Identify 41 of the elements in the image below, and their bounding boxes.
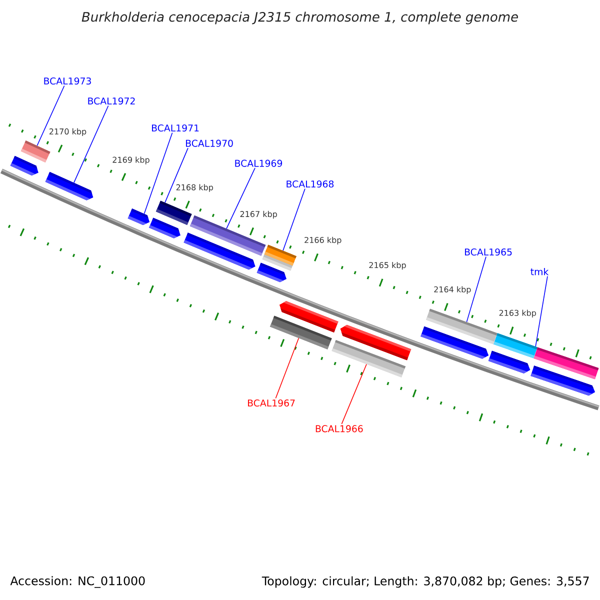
footer-text: Topology: circular; Length: 3,870,082 bp; Genes: 3,557	[262, 576, 589, 588]
scale-label: 2164 kbp	[434, 286, 471, 294]
gene-block	[264, 244, 297, 266]
gene-label: BCAL1965	[465, 248, 512, 256]
pointed-gene-block	[10, 156, 39, 176]
scale-label: 2168 kbp	[176, 184, 214, 192]
scale-label: 2169 kbp	[112, 156, 150, 164]
gene-label: BCAL1968	[286, 180, 334, 188]
gene-block	[156, 200, 192, 226]
leader-line	[226, 168, 256, 229]
scale-label: 2166 kbp	[304, 236, 342, 245]
gene-label: tmk	[530, 268, 549, 276]
leader-line	[341, 364, 367, 424]
scale-label: 2163 kbp	[499, 310, 536, 318]
pointed-gene-block	[45, 172, 94, 200]
gene-label: BCAL1971	[152, 124, 199, 132]
gene-label: BCAL1969	[235, 160, 282, 167]
footer-text: Accession: NC_011000	[10, 576, 145, 588]
leader-line	[466, 256, 486, 322]
gene-label: BCAL1970	[186, 140, 233, 147]
gene-label: BCAL1972	[88, 97, 135, 105]
title: Burkholderia cenocepacia J2315 chromosome 1, complete genome	[82, 12, 518, 24]
gene-label: BCAL1973	[44, 77, 91, 85]
scale-label: 2170 kbp	[49, 128, 86, 136]
pointed-gene-block	[128, 208, 150, 226]
leader-line	[74, 105, 109, 184]
leader-line	[144, 132, 173, 214]
scale-label: 2165 kbp	[369, 262, 406, 270]
gene-block	[493, 333, 538, 358]
pointed-gene-block	[279, 300, 338, 333]
leader-line	[535, 276, 548, 347]
pointed-gene-block	[340, 324, 412, 360]
leader-line	[164, 148, 188, 203]
scale-label: 2167 kbp	[240, 210, 277, 219]
gene-block	[20, 140, 50, 163]
gene-label: BCAL1966	[316, 425, 363, 432]
gene-block	[426, 308, 498, 344]
gene-label: BCAL1967	[248, 399, 295, 407]
gene-block	[534, 347, 599, 380]
leader-line	[275, 338, 300, 399]
pointed-gene-block	[148, 218, 181, 238]
